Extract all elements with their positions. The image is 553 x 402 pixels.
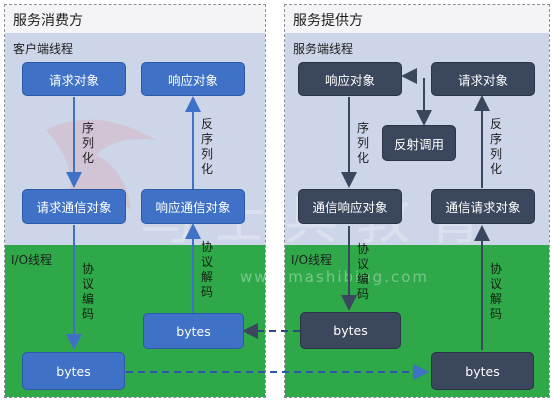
- consumer-request-object-box: 请求对象: [22, 62, 126, 96]
- consumer-decode-label: 协议解码: [200, 240, 213, 299]
- consumer-client-thread-label: 客户端线程: [13, 42, 74, 56]
- provider-title-zone: [285, 5, 549, 33]
- watermark-url: www.mashibing.com: [240, 268, 430, 286]
- provider-serialize-label: 序列化: [356, 121, 369, 165]
- provider-decode-label: 协议解码: [489, 262, 502, 321]
- consumer-title: 服务消费方: [13, 13, 83, 29]
- consumer-encode-label: 协议编码: [81, 262, 94, 321]
- consumer-serialize-label: 序列化: [81, 121, 94, 165]
- consumer-bytes-out-box: bytes: [22, 352, 125, 390]
- consumer-response-object-box: 响应对象: [141, 62, 245, 96]
- provider-bytes-out-box: bytes: [300, 312, 401, 349]
- consumer-bytes-in-box: bytes: [143, 313, 244, 349]
- provider-response-object-box: 响应对象: [298, 62, 402, 96]
- provider-bytes-in-box: bytes: [431, 352, 534, 390]
- provider-reflection-call-box: 反射调用: [382, 125, 456, 161]
- provider-title: 服务提供方: [293, 13, 363, 29]
- provider-request-object-box: 请求对象: [431, 62, 535, 96]
- consumer-response-comm-object-box: 响应通信对象: [141, 189, 245, 224]
- provider-request-comm-object-box: 通信请求对象: [431, 189, 535, 224]
- provider-response-comm-object-box: 通信响应对象: [298, 189, 402, 224]
- consumer-title-zone: [5, 5, 265, 33]
- provider-server-thread-label: 服务端线程: [293, 42, 354, 56]
- provider-io-thread-label: I/O线程: [291, 253, 333, 267]
- provider-deserialize-label: 反序列化: [489, 117, 502, 176]
- consumer-request-comm-object-box: 请求通信对象: [22, 189, 126, 224]
- consumer-io-thread-label: I/O线程: [11, 253, 53, 267]
- provider-encode-label: 协议编码: [356, 242, 369, 301]
- consumer-deserialize-label: 反序列化: [200, 117, 213, 176]
